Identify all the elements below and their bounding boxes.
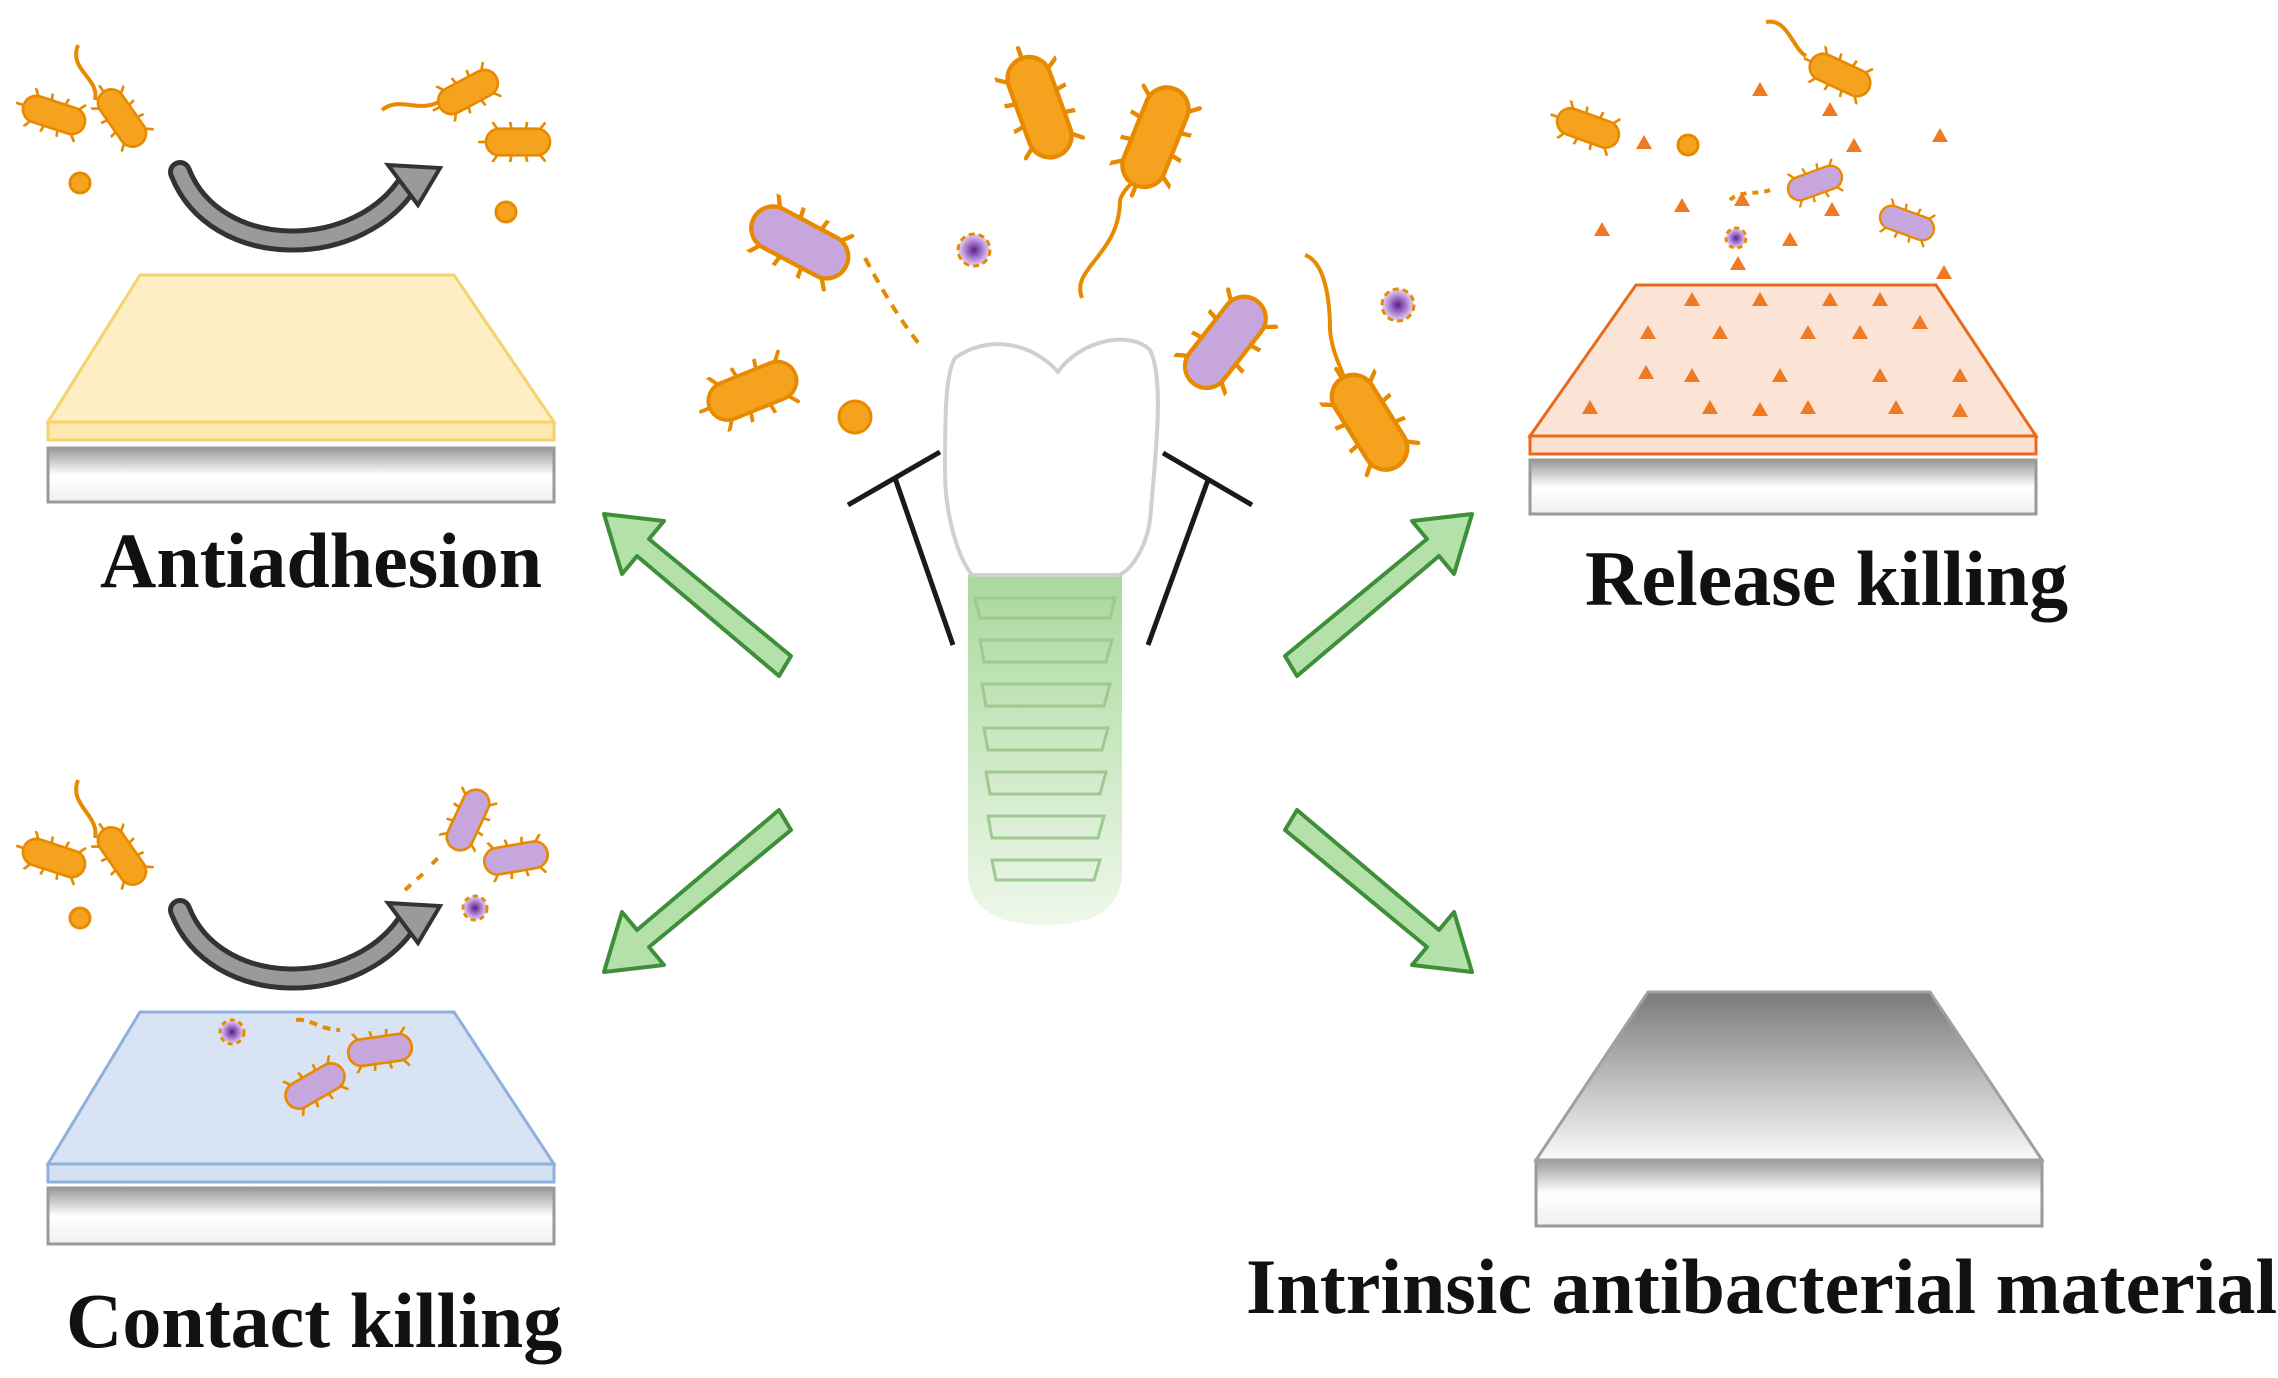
- coccus-icon: [70, 908, 90, 928]
- contact-substrate: [48, 1012, 554, 1244]
- dead-bacterium-icon: [1874, 196, 1939, 250]
- dead-coccus-icon: [463, 896, 487, 920]
- dead-coccus-icon: [1726, 228, 1746, 248]
- dead-coccus-icon: [220, 1020, 244, 1044]
- dead-coccus-icon: [958, 234, 990, 266]
- dead-bacterium-icon: [1166, 280, 1285, 405]
- contact-killing-panel: [11, 780, 554, 1244]
- antiadhesion-label: Antiadhesion: [100, 522, 542, 600]
- flagellated-bacterium-icon: [1766, 22, 1878, 108]
- antiadhesion-panel: [11, 45, 554, 502]
- coccus-icon: [70, 173, 90, 193]
- dead-bacterium-icon: [405, 782, 501, 890]
- intrinsic-panel: [1536, 992, 2042, 1226]
- intrinsic-substrate-base: [1536, 1160, 2042, 1226]
- curved-arrow-icon: [180, 165, 440, 241]
- coccus-icon: [496, 202, 516, 222]
- intrinsic-materials-label: Intrinsic antibacterial materials: [1246, 1248, 2278, 1326]
- rod-bacterium-icon: [479, 121, 550, 164]
- flagellated-bacterium-icon: [1080, 76, 1207, 298]
- flagellated-bacterium-icon: [1305, 255, 1427, 485]
- release-killing-label: Release killing: [1585, 540, 2068, 618]
- dental-implant-icon: [848, 340, 1252, 925]
- rod-bacterium-icon: [1544, 95, 1625, 159]
- block-arrow-icon: [1285, 810, 1472, 972]
- flagellated-bacterium-icon: [76, 780, 158, 894]
- rod-bacterium-icon: [11, 83, 91, 145]
- flagellated-bacterium-icon: [76, 45, 158, 156]
- rod-bacterium-icon: [11, 826, 91, 888]
- coccus-icon: [839, 401, 871, 433]
- antiadhesion-substrate: [48, 275, 554, 502]
- dead-bacterium-icon: [738, 187, 920, 345]
- block-arrow-icon: [1285, 514, 1472, 676]
- curved-arrow-icon: [180, 903, 440, 979]
- block-arrow-icon: [604, 514, 791, 676]
- block-arrow-icon: [604, 810, 791, 972]
- intrinsic-substrate-top: [1536, 992, 2042, 1160]
- dead-coccus-icon: [1382, 289, 1414, 321]
- release-substrate: [1530, 285, 2036, 514]
- release-killing-panel: [1530, 22, 2036, 514]
- crown: [945, 340, 1158, 575]
- coccus-icon: [1678, 135, 1698, 155]
- rod-bacterium-icon: [689, 345, 806, 440]
- contact-killing-label: Contact killing: [66, 1282, 562, 1360]
- rod-bacterium-icon: [985, 36, 1089, 168]
- dead-bacterium-icon: [481, 831, 551, 884]
- flagellated-bacterium-icon: [382, 58, 506, 129]
